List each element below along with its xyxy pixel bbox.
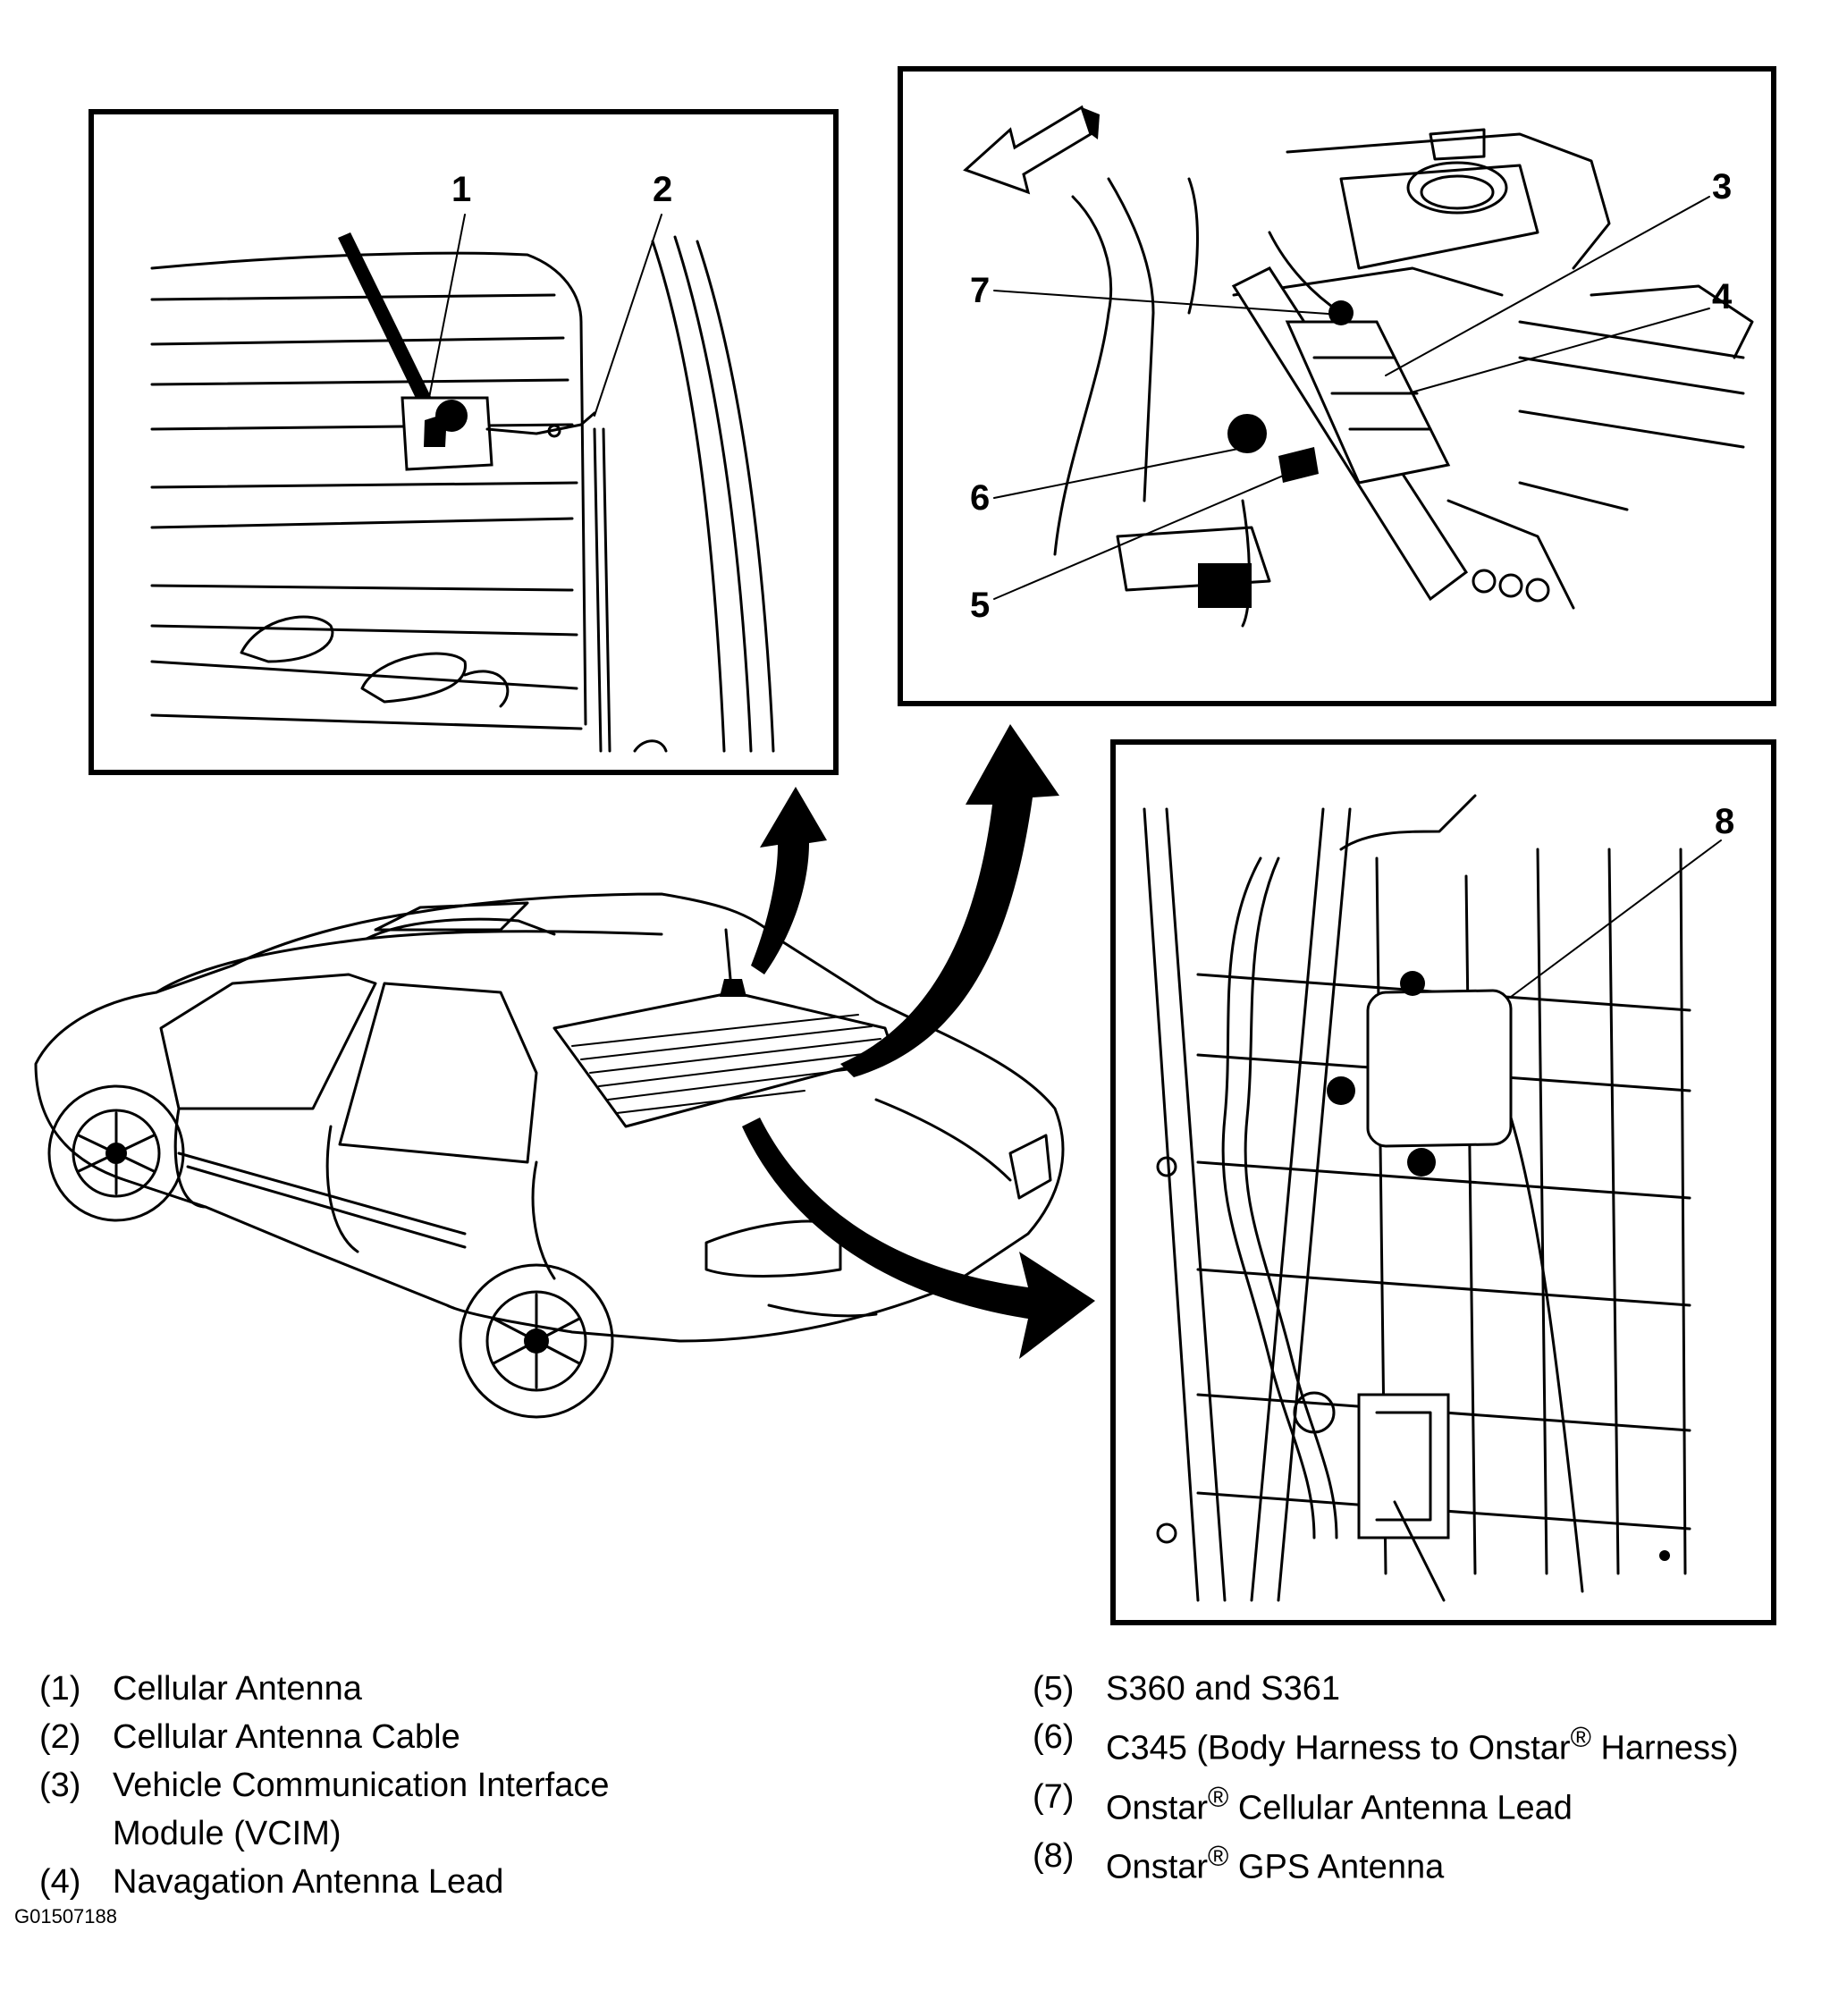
panel-vcim: 7 3 4 6 5 [898, 66, 1776, 706]
direction-arrows [742, 724, 1095, 1359]
legend-right: (5) S360 and S361 (6) C345 (Body Harness… [1033, 1665, 1837, 1892]
registered-mark: ® [1570, 1721, 1591, 1753]
legend-item-6: (6) C345 (Body Harness to Onstar® Harnes… [1033, 1713, 1837, 1773]
legend-item-1: (1) Cellular Antenna [39, 1665, 933, 1713]
callout-4: 4 [1712, 277, 1733, 316]
legend-text: Navagation Antenna Lead [113, 1863, 504, 1901]
legend-text: S360 and S361 [1106, 1670, 1341, 1708]
legend-num: (6) [1033, 1718, 1075, 1756]
legend-left: (1) Cellular Antenna (2) Cellular Antenn… [39, 1665, 933, 1906]
callout-7: 7 [970, 271, 990, 310]
legend-text: Cellular Antenna Cable [113, 1718, 460, 1756]
registered-mark: ® [1208, 1780, 1229, 1813]
legend-text: C345 (Body Harness to Onstar® Harness) [1106, 1721, 1739, 1767]
legend-text: Onstar® Cellular Antenna Lead [1106, 1780, 1573, 1827]
callout-6: 6 [970, 478, 990, 518]
legend-text: Vehicle Communication Interface Module (… [113, 1767, 610, 1852]
legend-num: (3) [39, 1767, 81, 1804]
legend-text: Onstar® GPS Antenna [1106, 1840, 1445, 1886]
panel-gps-antenna: 8 [1110, 739, 1776, 1625]
legend-text: Cellular Antenna [113, 1670, 362, 1708]
callout-2: 2 [653, 170, 672, 209]
registered-mark: ® [1208, 1840, 1229, 1873]
legend-item-2: (2) Cellular Antenna Cable [39, 1713, 933, 1761]
legend-item-8: (8) Onstar® GPS Antenna [1033, 1832, 1837, 1892]
legend-num: (1) [39, 1670, 81, 1708]
callout-5: 5 [970, 586, 990, 625]
callout-3: 3 [1712, 167, 1732, 207]
legend-item-4: (4) Navagation Antenna Lead [39, 1858, 933, 1906]
legend-num: (7) [1033, 1777, 1075, 1816]
panel-cellular-antenna: 1 2 [89, 109, 839, 775]
legend-item-7: (7) Onstar® Cellular Antenna Lead [1033, 1773, 1837, 1833]
legend-item-5: (5) S360 and S361 [1033, 1665, 1837, 1713]
legend-item-3: (3) Vehicle Communication Interface Modu… [39, 1761, 933, 1858]
legend-num: (4) [39, 1863, 81, 1901]
legend-num: (8) [1033, 1837, 1075, 1876]
legend-num: (2) [39, 1718, 81, 1756]
car-illustration [34, 892, 1065, 1419]
legend-num: (5) [1033, 1670, 1075, 1708]
callout-1: 1 [451, 170, 471, 209]
figure-id: G01507188 [14, 1905, 117, 1927]
callout-8: 8 [1715, 802, 1734, 841]
